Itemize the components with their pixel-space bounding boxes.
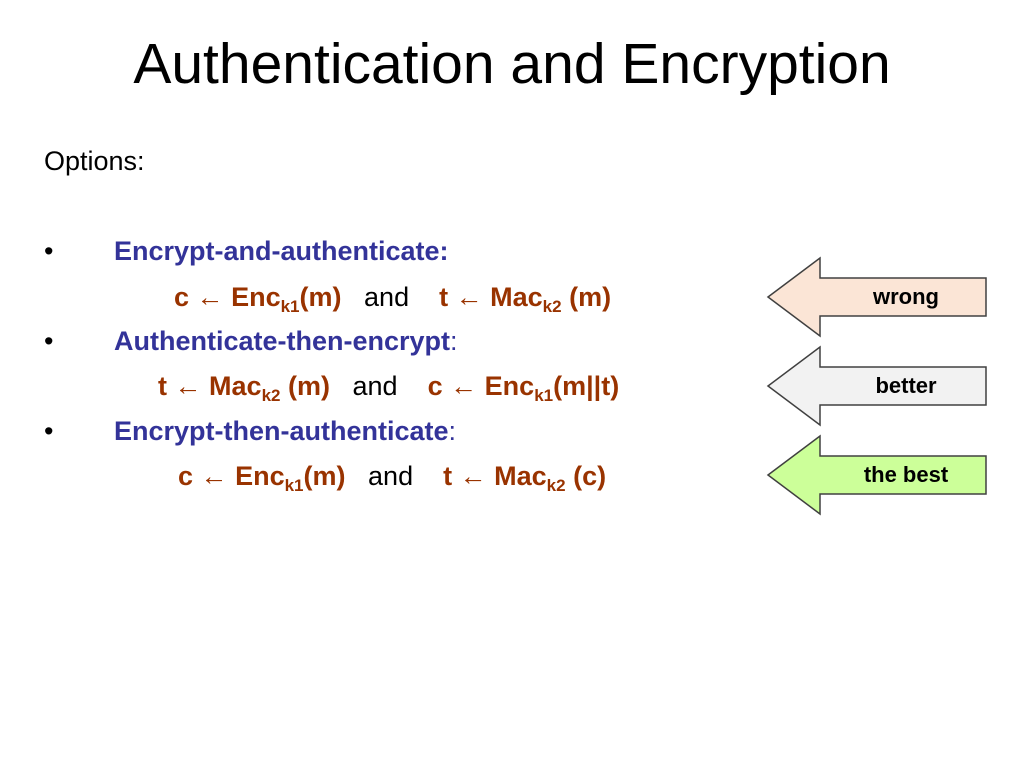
verdict-label: wrong xyxy=(873,284,939,309)
bullet-marker: • xyxy=(44,326,54,356)
slide-title: Authentication and Encryption xyxy=(133,32,891,96)
verdict-arrow-wrong: wrong xyxy=(766,256,990,338)
verdict-arrow-the-best: the best xyxy=(766,434,990,516)
formula-authenticate-then-encrypt: t ← Mack2 (m) and c ← Enck1(m||t) xyxy=(158,371,620,405)
verdict-label: better xyxy=(875,373,937,398)
verdict-label: the best xyxy=(863,462,949,487)
formula-encrypt-and-authenticate: c ← Enck1(m) and t ← Mack2 (m) xyxy=(174,282,612,316)
option-heading-authenticate-then-encrypt: Authenticate-then-encrypt: xyxy=(114,326,458,356)
verdict-arrow-better: better xyxy=(766,345,990,427)
options-intro: Options: xyxy=(44,146,145,176)
option-heading-encrypt-and-authenticate: Encrypt-and-authenticate: xyxy=(114,236,449,266)
option-heading-encrypt-then-authenticate: Encrypt-then-authenticate: xyxy=(114,416,457,446)
left-arrow-shape xyxy=(766,434,987,516)
formula-encrypt-then-authenticate: c ← Enck1(m) and t ← Mack2 (c) xyxy=(178,461,607,495)
left-arrow-shape xyxy=(766,345,987,427)
left-arrow-shape xyxy=(766,256,987,338)
bullet-marker: • xyxy=(44,416,54,446)
bullet-marker: • xyxy=(44,236,54,266)
